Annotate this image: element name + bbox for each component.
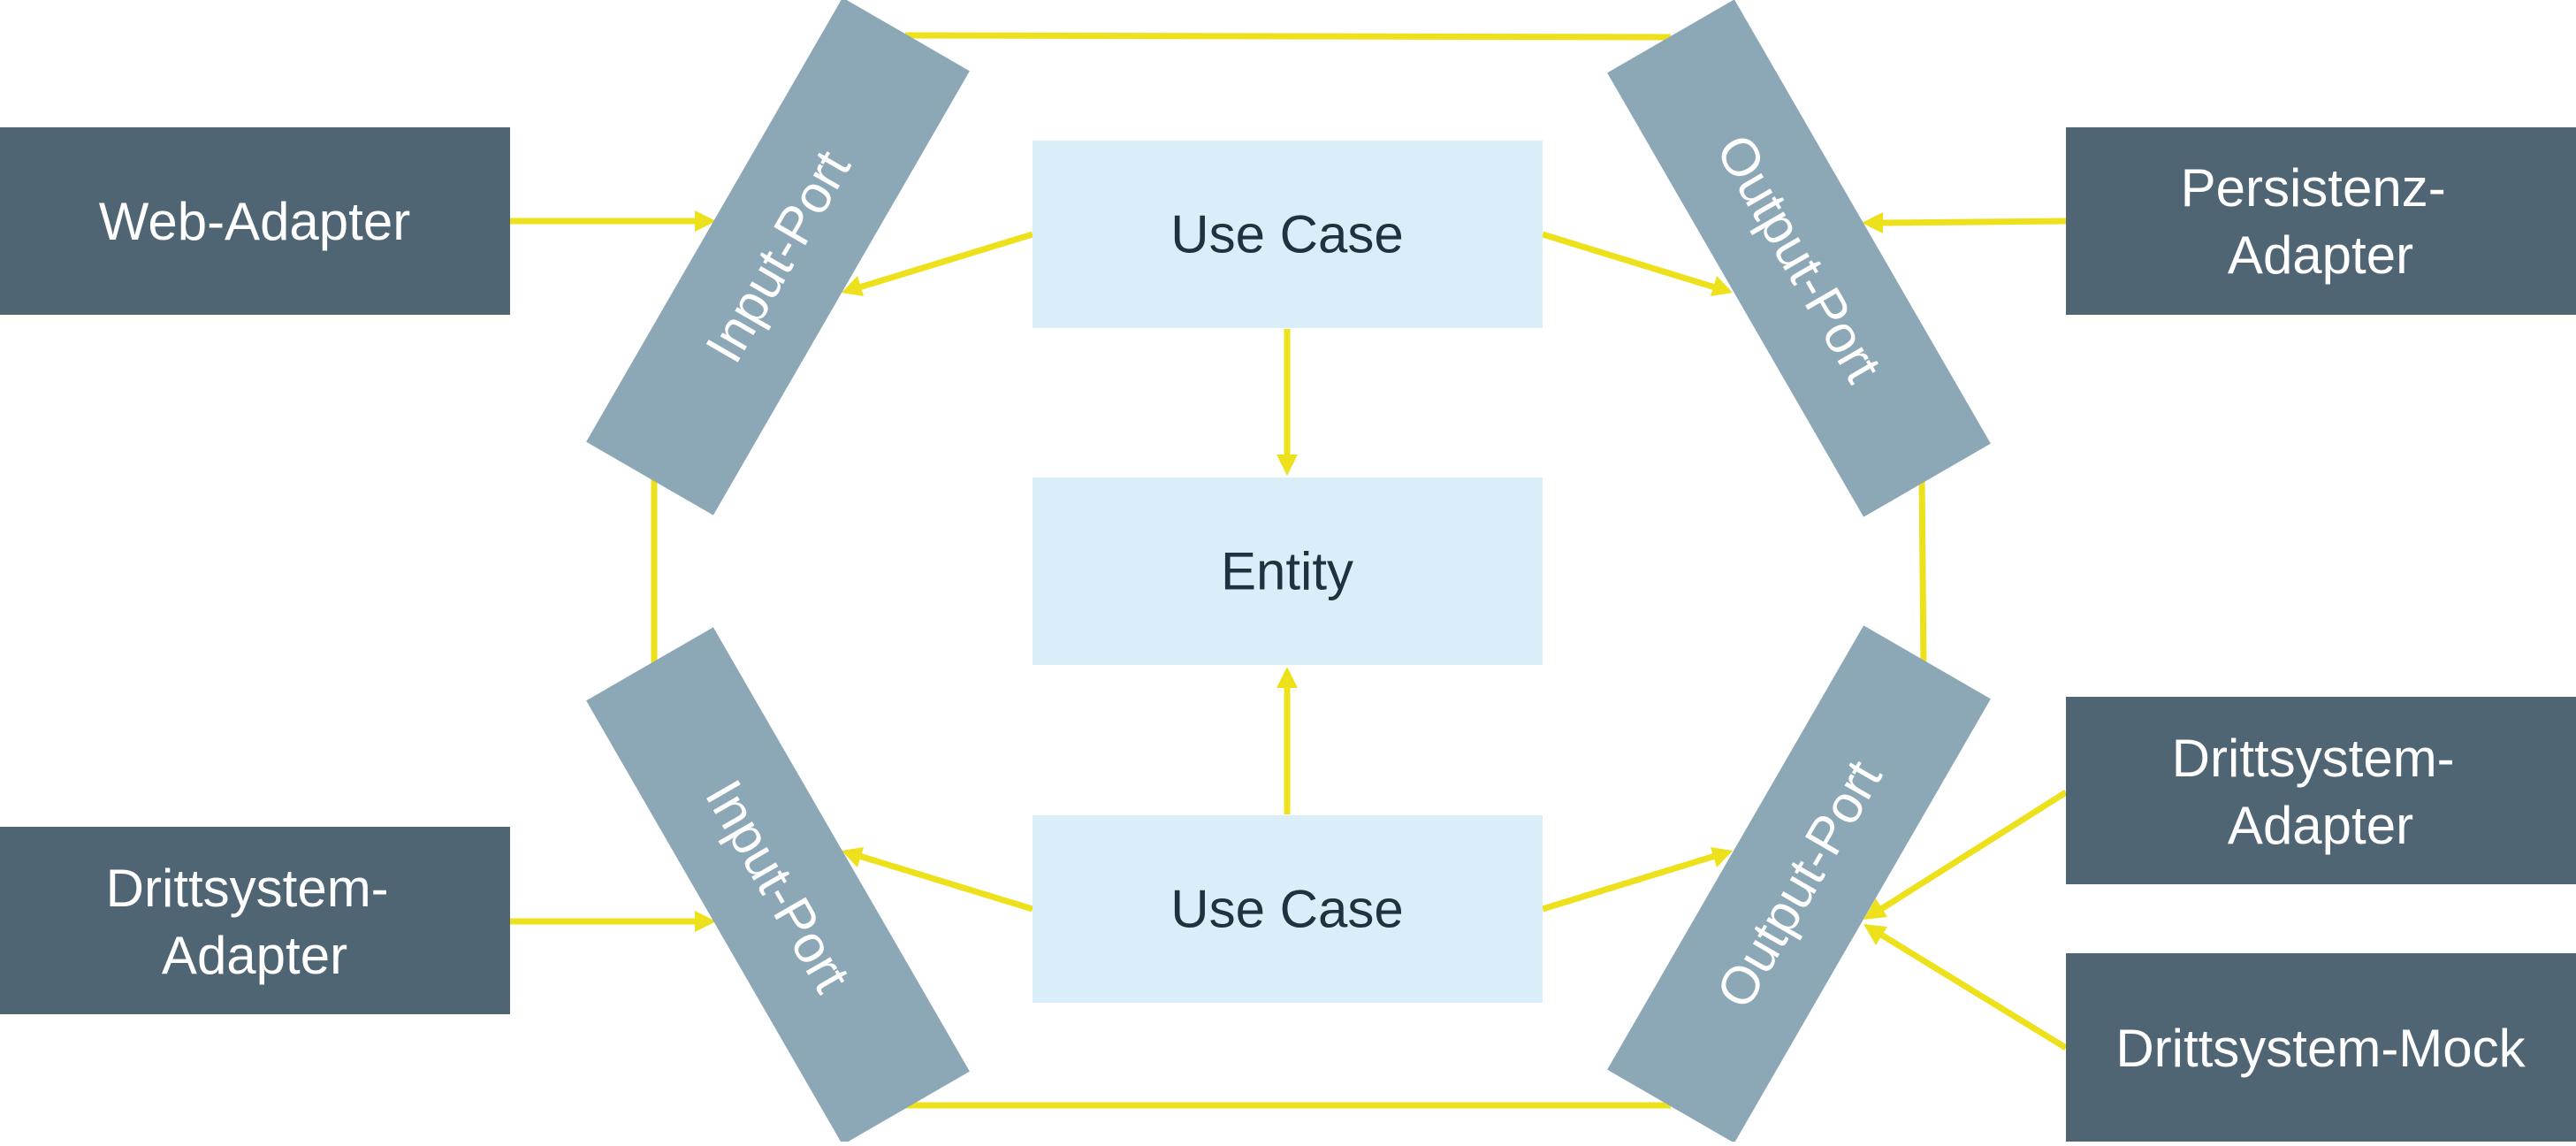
adapter-persistence-line-1: Persistenz-	[2181, 158, 2446, 218]
arrow-use-case-top-to-input-port	[842, 231, 1034, 296]
adapter-third-party-in-line-1: Drittsystem-	[106, 859, 389, 918]
adapter-web: Web-Adapter	[0, 127, 510, 315]
arrowhead	[842, 847, 864, 867]
arrowhead	[695, 210, 716, 232]
arrows-group	[510, 210, 2068, 1050]
arrowhead	[1277, 667, 1298, 688]
hexagon-edge-right	[1918, 477, 1927, 668]
arrow-third-party-to-output-port	[1863, 790, 2068, 920]
adapter-third-party-in-label: Drittsystem- Adapter	[106, 859, 404, 985]
arrow-use-case-bottom-to-output-port	[1541, 847, 1733, 913]
arrowhead	[695, 911, 716, 932]
hexagon-outline	[651, 32, 1927, 1109]
adapter-third-party-out-line-1: Drittsystem-	[2172, 729, 2455, 788]
arrow-use-case-bottom-to-entity	[1277, 667, 1298, 814]
port-input-bottom: Input-Port	[586, 627, 970, 1145]
arrowhead	[1863, 898, 1887, 920]
arrow-use-case-top-to-output-port	[1541, 231, 1733, 296]
arrow-use-case-top-to-entity	[1277, 329, 1298, 476]
arrow-use-case-bottom-to-input-port	[842, 847, 1034, 913]
adapter-third-party-in: Drittsystem- Adapter	[0, 827, 510, 1014]
arrowhead	[1277, 455, 1298, 476]
port-input-top: Input-Port	[586, 0, 970, 516]
core-use-case-bottom-label: Use Case	[1170, 880, 1403, 939]
adapter-third-party-in-line-2: Adapter	[162, 926, 347, 985]
arrow-third-party-to-input-port	[510, 911, 716, 932]
adapter-third-party-mock: Drittsystem-Mock	[2066, 953, 2576, 1142]
arrowhead	[1711, 847, 1733, 867]
adapter-third-party-mock-line-1: Drittsystem-Mock	[2115, 1019, 2526, 1078]
arrow-web-to-input-port	[510, 210, 716, 232]
adapter-web-line-1: Web-Adapter	[99, 192, 410, 251]
core-entity: Entity	[1033, 478, 1543, 665]
port-output-bottom: Output-Port	[1607, 625, 1991, 1143]
adapter-persistence-line-2: Adapter	[2228, 225, 2413, 285]
port-output-top: Output-Port	[1607, 0, 1991, 517]
arrowhead	[1863, 924, 1887, 945]
adapter-third-party-out-label: Drittsystem- Adapter	[2172, 729, 2470, 855]
adapter-persistence: Persistenz- Adapter	[2066, 127, 2576, 315]
core-use-case-bottom: Use Case	[1033, 815, 1543, 1003]
adapter-web-label: Web-Adapter	[99, 192, 410, 251]
hexagon-edge-top	[904, 32, 1672, 41]
core-use-case-top-label: Use Case	[1170, 205, 1403, 264]
arrowhead	[1862, 212, 1883, 233]
arrowhead	[1711, 276, 1733, 296]
arrow-mock-to-output-port	[1863, 924, 2068, 1050]
arrow-persistence-to-output-port	[1862, 212, 2067, 233]
adapter-persistence-label: Persistenz- Adapter	[2181, 158, 2461, 285]
core-use-case-top: Use Case	[1033, 141, 1543, 328]
adapter-third-party-mock-label: Drittsystem-Mock	[2115, 1019, 2526, 1078]
arrowhead	[842, 276, 864, 296]
adapter-third-party-out: Drittsystem- Adapter	[2066, 697, 2576, 884]
core-entity-label: Entity	[1221, 542, 1353, 601]
adapter-third-party-out-line-2: Adapter	[2228, 796, 2413, 855]
